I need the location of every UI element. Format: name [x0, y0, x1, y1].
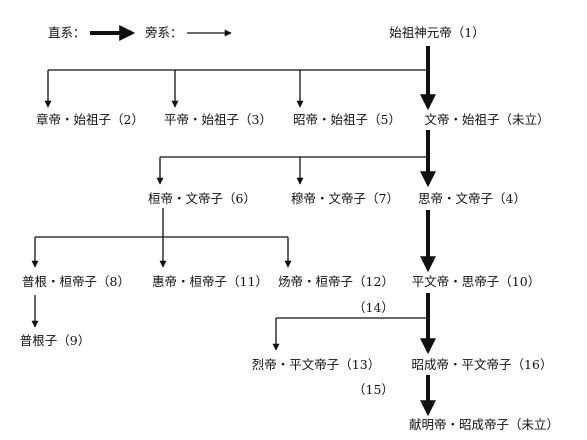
node-pugen: 普根・桓帝子（8）: [22, 274, 130, 289]
node-lie: 烈帝・平文帝子（13）: [251, 357, 381, 372]
node-zhaocheng: 昭成帝・平文帝子（16）: [411, 357, 553, 372]
node-zhang: 章帝・始祖子（2）: [36, 112, 144, 127]
annotation-14: （14）: [353, 300, 394, 315]
node-huan: 桓帝・文帝子（6）: [148, 191, 256, 206]
node-xianming: 献明帝・昭成帝子（未立）: [408, 417, 560, 432]
node-hui: 惠帝・桓帝子（11）: [152, 274, 268, 289]
node-zhao: 昭帝・始祖子（5）: [293, 112, 401, 127]
node-wen: 文帝・始祖子（未立）: [424, 112, 550, 127]
node-yang: 炀帝・桓帝子（12）: [278, 274, 394, 289]
legend-collateral-label: 旁系：: [145, 25, 183, 40]
node-ping: 平帝・始祖子（3）: [164, 112, 272, 127]
node-mu: 穆帝・文帝子（7）: [291, 191, 399, 206]
legend-direct-label: 直系：: [48, 25, 86, 40]
node-founder: 始祖神元帝（1）: [389, 25, 485, 40]
node-pugenzi: 普根子（9）: [19, 333, 91, 348]
annotation-15: （15）: [353, 382, 394, 397]
node-pingwen: 平文帝・思帝子（10）: [411, 274, 541, 289]
node-si: 思帝・文帝子（4）: [418, 191, 526, 206]
